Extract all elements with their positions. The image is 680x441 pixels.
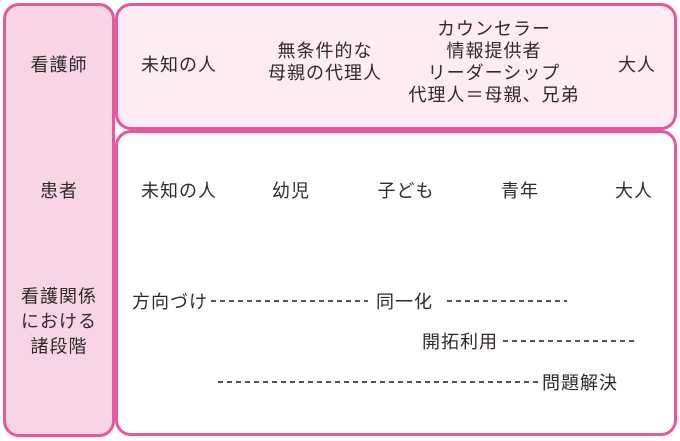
dashed-span-identification [447, 300, 567, 302]
row-header-phases-line2: における [21, 311, 97, 332]
phase-identification-label: 同一化 [376, 292, 433, 312]
patient-stage-adolescent: 青年 [501, 181, 539, 201]
nurse-role-surrogate-family: 代理人＝母親、兄弟 [408, 85, 580, 105]
row-header-phases: 看護関係 における 諸段階 [21, 285, 97, 360]
row-header-phases-line1: 看護関係 [21, 286, 97, 307]
dashed-span-exploitation [503, 340, 636, 342]
nurse-role-counselor: カウンセラー [437, 19, 551, 39]
nurse-role-surrogate: 無条件的な 母親の代理人 [268, 40, 382, 84]
phase-line-orientation-identification: 方向づけ 同一化 [132, 288, 567, 314]
phase-resolution-label: 問題解決 [542, 373, 618, 393]
nurse-role-adult: 大人 [618, 55, 656, 75]
nurse-role-resource: 情報提供者 [446, 41, 542, 61]
phase-orientation-label: 方向づけ [132, 292, 208, 312]
phase-line-exploitation: 開拓利用 [422, 328, 636, 354]
nurse-roles-box: 未知の人 無条件的な 母親の代理人 カウンセラー 情報提供者 リーダーシップ 代… [115, 3, 677, 130]
patient-stage-child: 子ども [377, 181, 435, 201]
nurse-role-surrogate-line1: 無条件的な [277, 41, 373, 61]
row-header-column: 看護師 患者 看護関係 における 諸段階 [3, 3, 115, 437]
dashed-span-orientation [211, 300, 368, 302]
nurse-role-surrogate-line2: 母親の代理人 [268, 63, 382, 83]
phase-exploitation-label: 開拓利用 [422, 332, 498, 352]
nurse-role-stranger: 未知の人 [141, 55, 217, 75]
row-header-nurse: 看護師 [30, 55, 88, 75]
row-header-phases-line3: 諸段階 [30, 336, 88, 357]
row-header-patient: 患者 [40, 181, 78, 201]
nurse-role-counselor-group: カウンセラー 情報提供者 リーダーシップ 代理人＝母親、兄弟 [409, 18, 580, 106]
patient-and-phases-box: 未知の人 幼児 子ども 青年 大人 方向づけ 同一化 開拓利用 問題解決 [115, 130, 677, 436]
patient-stage-infant: 幼児 [272, 181, 310, 201]
patient-stage-adult: 大人 [615, 181, 653, 201]
patient-stage-stranger: 未知の人 [141, 181, 217, 201]
dashed-span-resolution [218, 381, 540, 383]
nurse-role-leadership: リーダーシップ [427, 63, 561, 83]
phase-line-resolution: 問題解決 [218, 369, 618, 395]
